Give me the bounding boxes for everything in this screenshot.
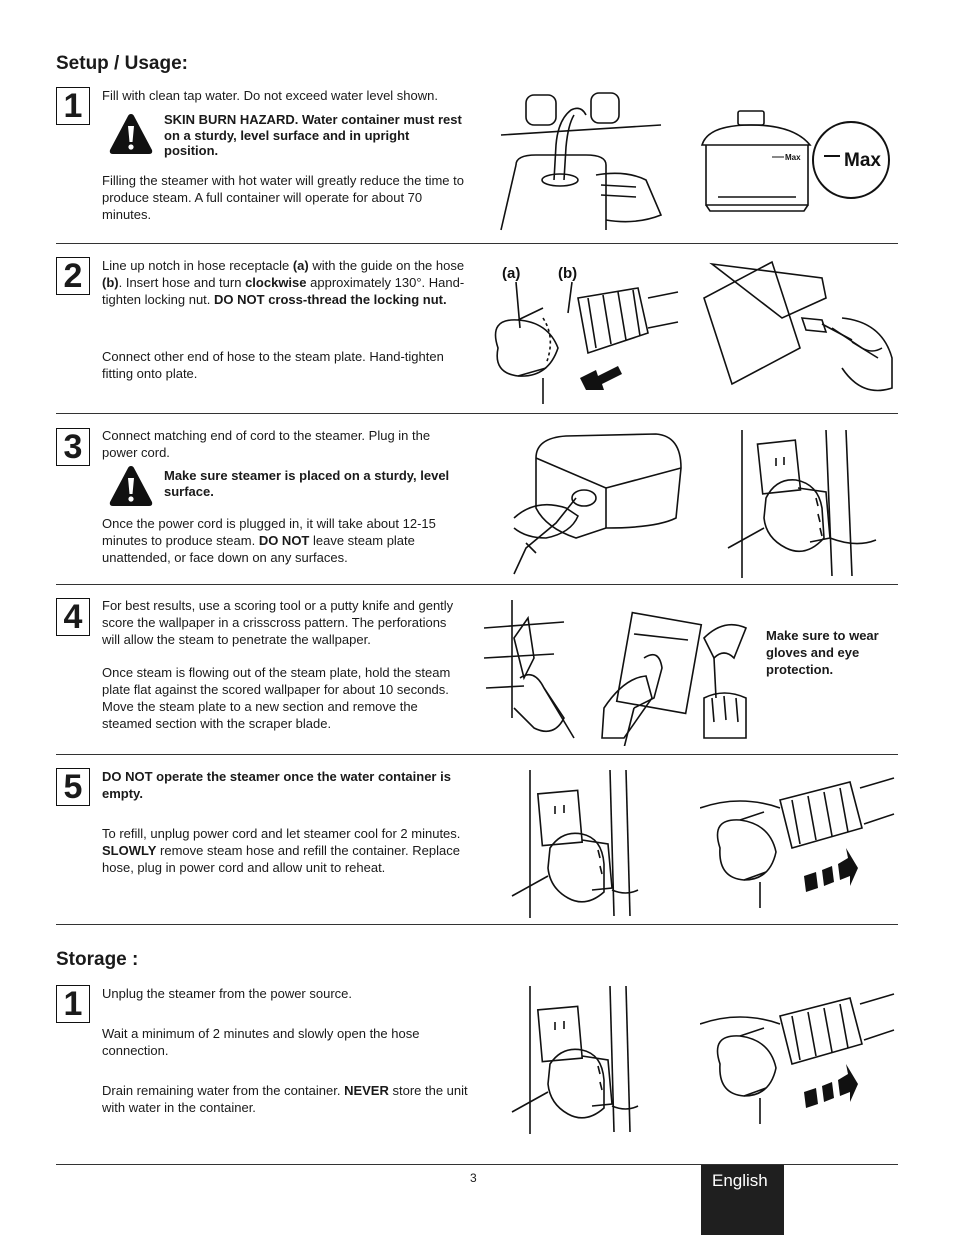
max-label-small: Max [785, 153, 801, 162]
warning-triangle-icon [109, 466, 153, 506]
step-2-hose-instruction: Line up notch in hose receptacle (a) wit… [102, 257, 468, 308]
step-4-scoring-instruction: For best results, use a scoring tool or … [102, 598, 454, 647]
step-2-steam-plate-note: Connect other end of hose to the steam p… [102, 349, 444, 381]
text-run: SLOWLY [102, 843, 157, 858]
scoring-and-steaming-illustration [484, 600, 748, 746]
cord-to-steamer-illustration [513, 433, 682, 575]
unplug-outlet-illustration [511, 769, 639, 918]
text-run: approximately 130°. Hand-tighten locking… [102, 275, 465, 307]
step-3-cord-instruction: Connect matching end of cord to the stea… [102, 428, 431, 460]
text-run: (b) [102, 275, 119, 290]
step-4-text-2: Once steam is flowing out of the steam p… [102, 664, 468, 732]
warning-triangle-icon [109, 114, 153, 154]
step-3-steam-time-note: Once the power cord is plugged in, it wi… [102, 515, 468, 566]
text-run: remove steam hose and refill the contain… [102, 843, 460, 875]
step-2-text-1: Line up notch in hose receptacle (a) wit… [102, 257, 468, 308]
storage-heading: Storage : [56, 949, 139, 970]
setup-heading: Setup / Usage: [56, 53, 188, 74]
hose-receptacle-illustration: (a) (b) [494, 265, 679, 404]
max-label-large: Max [844, 150, 881, 171]
label-b: (b) [558, 265, 577, 282]
step-3-warning: Make sure steamer is placed on a sturdy,… [164, 468, 450, 499]
text-run: with the guide on the hose [308, 258, 465, 273]
text-run: store the unit with water in the contain… [102, 1083, 468, 1115]
storage-step-1-number: 1 [56, 985, 90, 1023]
text-run: To refill, unplug power cord and let ste… [102, 826, 461, 841]
label-a: (a) [502, 265, 520, 282]
text-run: clockwise [245, 275, 307, 290]
step-4-steam-plate-instruction: Once steam is flowing out of the steam p… [102, 665, 451, 731]
text-run: Line up notch in hose receptacle [102, 258, 293, 273]
step-2-number: 2 [56, 257, 90, 295]
step-4-text-1: For best results, use a scoring tool or … [102, 597, 468, 648]
divider [56, 243, 898, 244]
water-container-max-illustration: Max Max [700, 110, 890, 212]
storage-step-1-text-1: Unplug the steamer from the power source… [102, 985, 468, 1002]
unplug-outlet-illustration [511, 985, 639, 1134]
page-number: 3 [470, 1171, 477, 1185]
step-5-number: 5 [56, 768, 90, 806]
step-1-number: 1 [56, 87, 90, 125]
step-1-hot-water-note: Filling the steamer with hot water will … [102, 173, 464, 222]
divider [56, 413, 898, 414]
text-run: leave steam plate unattended, or face do… [102, 533, 415, 565]
step-5-refill-instruction: To refill, unplug power cord and let ste… [102, 825, 468, 876]
step-1-text-1: Fill with clean tap water. Do not exceed… [102, 87, 468, 104]
gloves-eye-protection-note: Make sure to wear gloves and eye protect… [766, 628, 879, 677]
step-5-text-1: DO NOT operate the steamer once the wate… [102, 768, 468, 802]
text-run: (a) [292, 258, 309, 273]
text-run: Drain remaining water from the container… [102, 1083, 345, 1098]
step-1-text-2: Filling the steamer with hot water will … [102, 172, 468, 223]
step-4-number: 4 [56, 598, 90, 636]
steam-plate-connection-illustration [703, 260, 893, 392]
step-3-number: 3 [56, 428, 90, 466]
divider [56, 924, 898, 925]
text-run: Once the power cord is plugged in, it wi… [102, 516, 436, 548]
footer-divider [56, 1164, 898, 1165]
divider [56, 754, 898, 755]
step-2-text-2: Connect other end of hose to the steam p… [102, 348, 468, 382]
text-run: . Insert hose and turn [118, 275, 246, 290]
wall-outlet-plug-illustration [727, 429, 877, 578]
remove-hose-illustration [700, 993, 895, 1124]
step-3-text-1: Connect matching end of cord to the stea… [102, 427, 468, 461]
storage-step-1-text-2: Wait a minimum of 2 minutes and slowly o… [102, 1025, 468, 1059]
step-5-text-2: To refill, unplug power cord and let ste… [102, 825, 468, 876]
step-3-text-2: Once the power cord is plugged in, it wi… [102, 515, 468, 566]
storage-unplug-instruction: Unplug the steamer from the power source… [102, 986, 353, 1001]
text-run: DO NOT cross-thread the locking nut. [214, 292, 447, 307]
remove-hose-illustration [700, 777, 895, 908]
language-tab: English [701, 1165, 784, 1235]
divider [56, 584, 898, 585]
step-1-warning: SKIN BURN HAZARD. Water container must r… [164, 112, 462, 158]
storage-wait-instruction: Wait a minimum of 2 minutes and slowly o… [102, 1026, 420, 1058]
storage-drain-instruction: Drain remaining water from the container… [102, 1082, 468, 1116]
text-run: NEVER [344, 1083, 389, 1098]
step-1-fill-instruction: Fill with clean tap water. Do not exceed… [102, 88, 439, 103]
text-run: DO NOT [258, 533, 310, 548]
storage-step-1-text-3: Drain remaining water from the container… [102, 1082, 468, 1116]
faucet-filling-illustration [500, 92, 663, 231]
step-5-empty-warning: DO NOT operate the steamer once the wate… [102, 769, 451, 801]
